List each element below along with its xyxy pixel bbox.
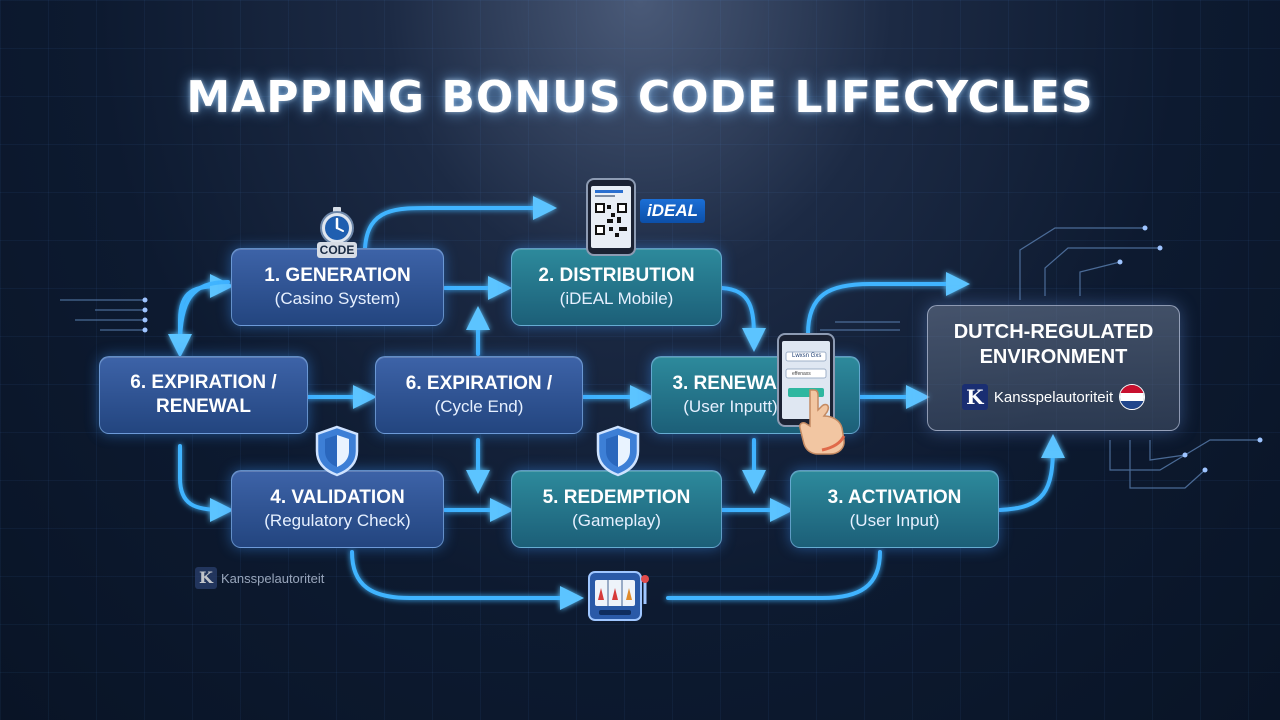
node-expiration-cycle: 6. EXPIRATION / (Cycle End) — [375, 356, 583, 434]
arrow-top-to-env — [806, 272, 970, 336]
node-validation-sub: (Regulatory Check) — [264, 511, 411, 530]
environment-title-line2: ENVIRONMENT — [979, 346, 1128, 368]
node-validation-label: 4. VALIDATION — [270, 487, 405, 508]
code-badge: CODE — [317, 242, 357, 258]
stopwatch-icon — [320, 207, 354, 245]
arrow-exp-to-gen — [178, 274, 234, 350]
ideal-badge: iDEAL — [640, 199, 705, 223]
shield-icon — [315, 425, 359, 477]
node-expiration-renewal-label: 6. EXPIRATION / — [130, 372, 277, 393]
node-expiration-renewal: 6. EXPIRATION / RENEWAL — [99, 356, 308, 434]
dutch-regulated-environment-panel: DUTCH-REGULATED ENVIRONMENT K Kansspelau… — [927, 305, 1180, 431]
slot-machine-icon — [588, 571, 649, 621]
kansspelautoriteit-logo-icon: K — [961, 384, 988, 410]
page-title: MAPPING BONUS CODE LIFECYCLES — [186, 72, 1094, 123]
shield-icon-2 — [596, 425, 640, 477]
flag-nl-icon — [1119, 384, 1146, 410]
environment-title-line1: DUTCH-REGULATED — [953, 321, 1154, 343]
environment-regulator-name: Kansspelautoriteit — [993, 388, 1114, 406]
node-generation-sub: (Casino System) — [274, 289, 401, 308]
node-generation: 1. GENERATION (Casino System) — [231, 248, 444, 326]
node-renewal-sub: (User Inputt) — [683, 397, 778, 416]
node-redemption: 5. REDEMPTION (Gameplay) — [511, 470, 722, 548]
node-distribution-sub: (iDEAL Mobile) — [559, 289, 674, 308]
node-redemption-label: 5. REDEMPTION — [542, 487, 691, 508]
node-validation: 4. VALIDATION (Regulatory Check) — [231, 470, 444, 548]
regulator-watermark-text: Kansspelautoriteit — [221, 570, 325, 586]
regulator-watermark: K Kansspelautoriteit — [195, 567, 324, 589]
node-generation-label: 1. GENERATION — [264, 265, 411, 286]
node-activation: 3. ACTIVATION (User Input) — [790, 470, 999, 548]
node-redemption-sub: (Gameplay) — [572, 511, 661, 530]
arrow-act-to-slot — [666, 550, 882, 600]
node-renewal-label: 3. RENEWAL — [672, 373, 789, 394]
node-activation-label: 3. ACTIVATION — [827, 487, 962, 508]
phone-screen-text: Lwxsn Gxs effenaxs — [792, 353, 821, 377]
arrow-val-to-slot — [350, 550, 584, 610]
node-expiration-cycle-label: 6. EXPIRATION / — [405, 373, 553, 394]
phone-qr-icon — [586, 178, 636, 256]
phone-screen-line1: Lwxsn Gxs — [792, 353, 821, 359]
arrow-left-down — [168, 280, 230, 358]
node-expiration-cycle-sub: (Cycle End) — [434, 397, 524, 416]
arrow-dist-to-renewal — [720, 286, 766, 352]
phone-hand-icon — [777, 333, 846, 455]
node-activation-sub: (User Input) — [849, 511, 940, 530]
node-distribution-label: 2. DISTRIBUTION — [538, 265, 695, 286]
arrow-exp-to-validation — [178, 444, 234, 522]
kansspelautoriteit-small-logo-icon: K — [195, 567, 217, 589]
phone-screen-line2: effenaxs — [792, 371, 811, 377]
node-expiration-renewal-sub: RENEWAL — [156, 396, 251, 417]
arrow-gen-to-phone — [363, 196, 557, 250]
node-distribution: 2. DISTRIBUTION (iDEAL Mobile) — [511, 248, 722, 326]
arrow-act-to-env — [998, 434, 1065, 512]
